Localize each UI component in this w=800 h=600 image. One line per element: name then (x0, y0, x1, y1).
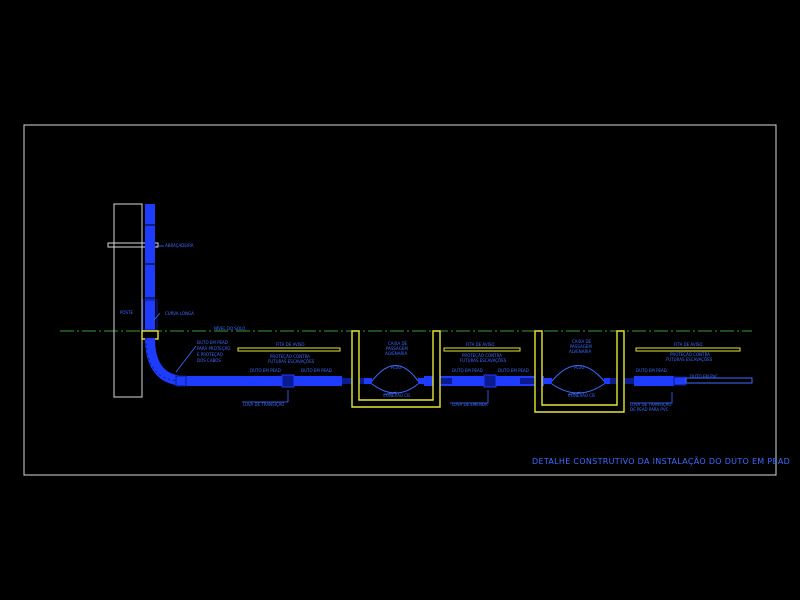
label-duto-pead-4: DUTO EM PEAD (498, 368, 529, 373)
label-caixa-2c: ALVENARIA (569, 349, 591, 354)
warning-tape-2 (443, 347, 521, 352)
label-plug-2: PLUG (574, 365, 584, 370)
label-conexao-2: CONEXÃO CB (568, 393, 595, 398)
label-fita-aviso-2: FITA DE AVISO (466, 342, 495, 347)
inspection-box-1 (351, 330, 441, 408)
label-duto-pead-protecao-3: E PROTEÇÃO (197, 352, 223, 357)
label-protecao-3a: PROTEÇÃO CONTRA (670, 352, 710, 357)
label-protecao-2a: PROTEÇÃO CONTRA (462, 353, 502, 358)
label-duto-pead-protecao-2: PARA PROTEÇÃO (197, 346, 230, 351)
label-duto-pvc: DUTO EM PVC (690, 374, 718, 379)
label-nivel-solo: NÍVEL DO SOLO (214, 326, 245, 331)
label-fita-aviso-1: FITA DE AVISO (276, 342, 305, 347)
label-duto-pead-5: DUTO EM PEAD (636, 368, 667, 373)
drawing-title: DETALHE CONSTRUTIVO DA INSTALAÇÃO DO DUT… (532, 456, 790, 466)
inspection-box-2 (534, 330, 625, 413)
label-protecao-1b: FUTURAS ESCAVAÇÕES (268, 359, 315, 364)
drawing-frame (23, 124, 777, 476)
label-luva-transicao-pvc-b: DE PEAD PARA PVC (630, 407, 669, 412)
label-caixa-2b: PASSAGEM (570, 344, 592, 349)
leader-lines (153, 245, 673, 404)
label-luva-transicao-pvc-a: LUVA DE TRANSIÇÃO (630, 402, 671, 407)
label-abracadeira: ABRAÇADEIRA (165, 243, 194, 248)
label-protecao-3b: FUTURAS ESCAVAÇÕES (666, 357, 713, 362)
label-duto-pead-protecao-1: DUTO EM PEAD (197, 340, 228, 345)
label-protecao-1a: PROTEÇÃO CONTRA (270, 354, 310, 359)
label-caixa-1b: PASSAGEM (386, 346, 408, 351)
clamp (107, 242, 159, 248)
label-protecao-2b: FUTURAS ESCAVAÇÕES (460, 358, 507, 363)
label-caixa-1c: ALVENARIA (385, 351, 407, 356)
label-duto-pead-2: DUTO EM PEAD (301, 368, 332, 373)
long-curve (145, 337, 187, 386)
label-poste: POSTE (120, 310, 134, 315)
label-luva-transicao: LUVA DE TRANSIÇÃO (243, 402, 284, 407)
horizontal-duct (175, 374, 753, 388)
label-curva-longa: CURVA LONGA (165, 311, 194, 316)
label-caixa-2a: CAIXA DE (572, 339, 592, 344)
warning-tape-1 (237, 347, 341, 352)
label-fita-aviso-3: FITA DE AVISO (674, 342, 703, 347)
label-duto-pead-3: DUTO EM PEAD (452, 368, 483, 373)
warning-tape-3 (635, 347, 741, 352)
label-duto-pead-1: DUTO EM PEAD (250, 368, 281, 373)
label-caixa-1a: CAIXA DE (388, 341, 408, 346)
label-duto-pead-protecao-4: DOS CABOS (197, 358, 221, 363)
label-plug-1: PLUG (391, 365, 401, 370)
label-luva-emenda: LUVA DE EMENDA (452, 402, 488, 407)
pole (107, 203, 159, 398)
vertical-duct (142, 204, 158, 332)
label-conexao-1: CONEXÃO CB (383, 393, 410, 398)
ground-fitting (141, 330, 159, 340)
